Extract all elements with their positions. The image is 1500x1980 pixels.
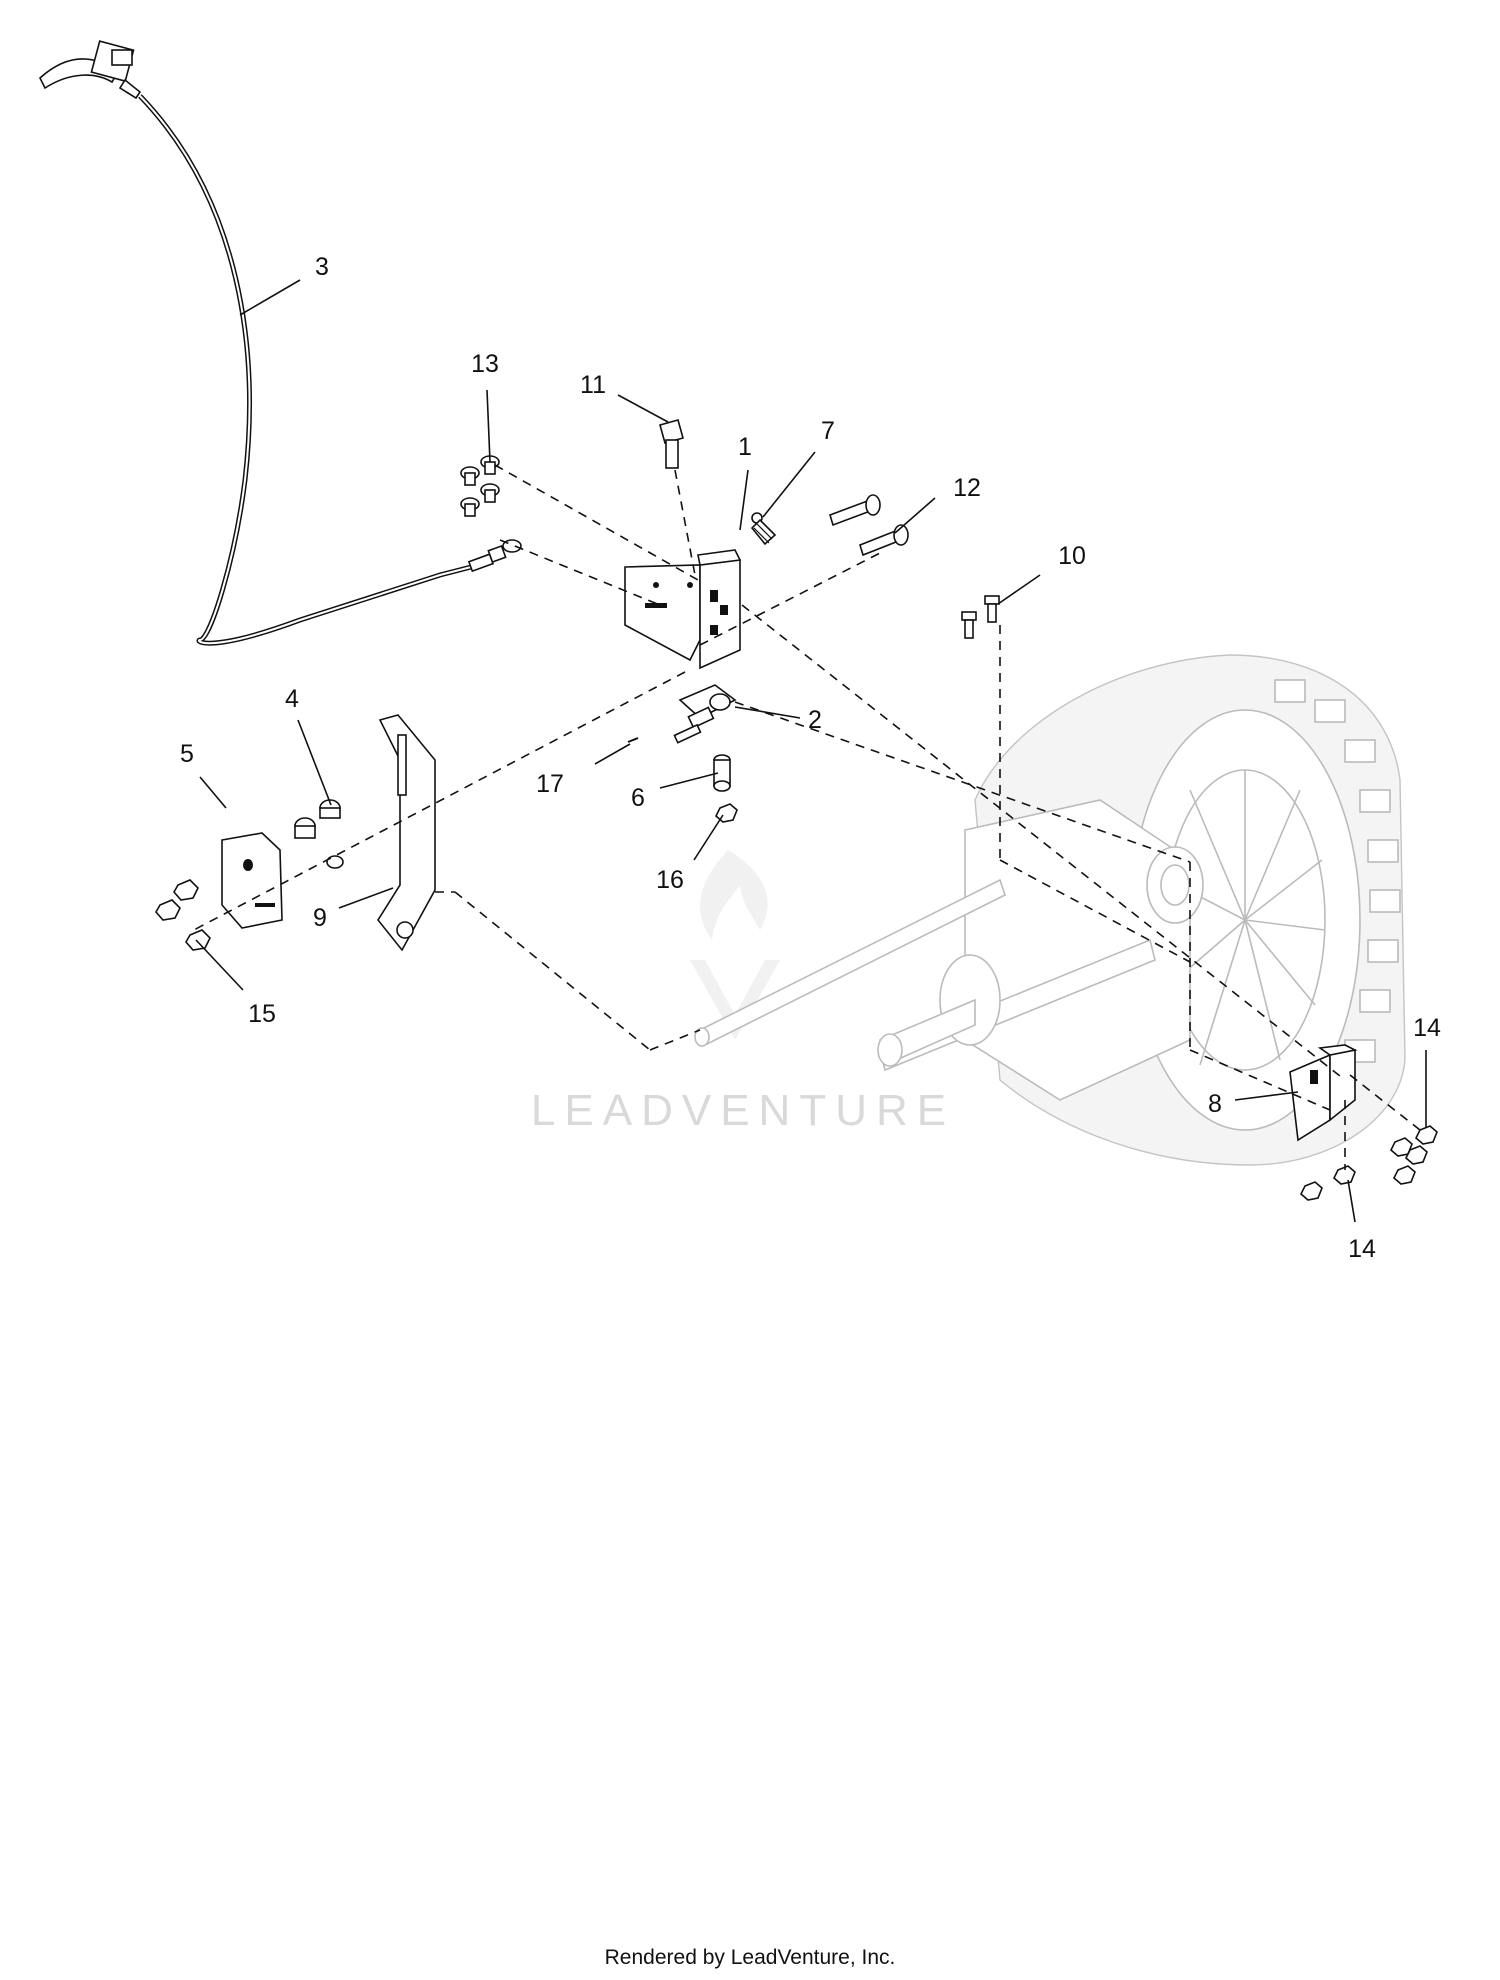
callout-10: 10 <box>1058 542 1086 570</box>
callout-2: 2 <box>808 706 822 734</box>
nuts-14 <box>1300 1125 1438 1201</box>
nut-9 <box>326 855 344 869</box>
callout-4: 4 <box>285 685 299 713</box>
callout-14a: 14 <box>1413 1014 1441 1042</box>
assembly-lines <box>189 464 1421 1170</box>
callout-6: 6 <box>631 784 645 812</box>
callout-15: 15 <box>248 1000 276 1028</box>
bolts-10 <box>961 595 1000 639</box>
callout-12: 12 <box>953 474 981 502</box>
spacer-6 <box>713 754 731 792</box>
callout-11: 11 <box>580 371 606 399</box>
output-shaft <box>877 938 1156 1072</box>
callout-5: 5 <box>180 740 194 768</box>
nut-16 <box>715 803 738 823</box>
callout-labels: 1 2 3 4 5 6 7 8 9 10 11 12 13 14 14 15 1… <box>180 253 1441 1263</box>
watermark-text: LEADVENTURE <box>531 1086 955 1135</box>
leader-lines <box>195 279 1427 1223</box>
lever-2 <box>673 684 737 744</box>
callout-9: 9 <box>313 904 327 932</box>
axle-shaft <box>694 878 1006 1047</box>
plate-5 <box>221 832 283 929</box>
bushing-4 <box>294 799 341 839</box>
callout-16: 16 <box>656 866 684 894</box>
bolt-13 <box>460 455 500 517</box>
bracket-8 <box>1289 1044 1358 1142</box>
wheel-spokes <box>1167 770 1326 1066</box>
bracket-1 <box>624 549 742 670</box>
callout-1: 1 <box>738 433 752 461</box>
callout-3: 3 <box>315 253 329 281</box>
callout-14b: 14 <box>1348 1235 1376 1263</box>
nuts-15 <box>155 879 211 951</box>
callout-13: 13 <box>471 350 499 378</box>
callout-17: 17 <box>536 770 564 798</box>
control-cable <box>39 40 522 646</box>
tire-tread-icon <box>1274 679 1401 1103</box>
callout-7: 7 <box>821 417 835 445</box>
bolts-12 <box>829 494 909 557</box>
watermark: LEADVENTURE <box>531 850 955 1135</box>
footer-credit: Rendered by LeadVenture, Inc. <box>604 1946 896 1969</box>
spring-7 <box>750 512 777 546</box>
bolt-11 <box>659 419 684 469</box>
flame-logo-icon <box>690 850 780 1040</box>
arm-9 <box>377 714 436 952</box>
transmission-assembly <box>694 654 1406 1166</box>
pin-17 <box>627 737 639 743</box>
callout-8: 8 <box>1208 1090 1222 1118</box>
